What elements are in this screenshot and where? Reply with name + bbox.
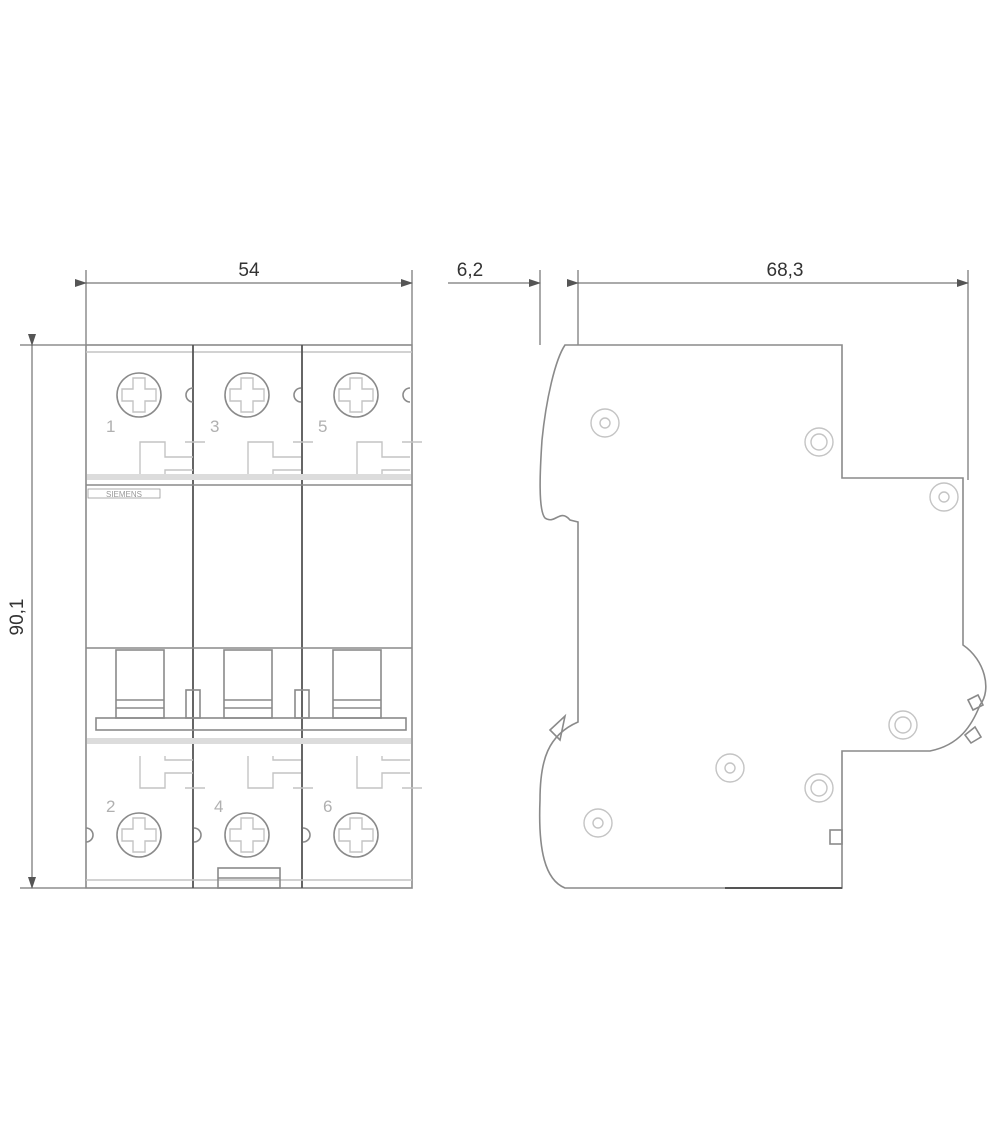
dimension-rail-offset-label: 6,2 (457, 260, 483, 281)
dimension-depth: 6,2 68,3 (448, 260, 969, 480)
dimension-width: 54 (75, 260, 413, 345)
terminal-label-5: 5 (318, 417, 327, 436)
logo: SIEMENS (87, 488, 161, 499)
side-view (538, 344, 987, 889)
rivet (583, 408, 959, 838)
dimension-height: 90,1 (7, 334, 86, 889)
terminal-label-4: 4 (214, 797, 223, 816)
terminal-label-3: 3 (210, 417, 219, 436)
svg-text:SIEMENS: SIEMENS (106, 490, 142, 499)
terminal-label-2: 2 (106, 797, 115, 816)
terminal-label-6: 6 (323, 797, 332, 816)
terminal-label-1: 1 (106, 417, 115, 436)
pole (85, 372, 205, 858)
dimension-width-label: 54 (238, 260, 260, 281)
front-view: SIEMENS 1 3 5 2 4 6 (85, 344, 423, 889)
dimension-height-label: 90,1 (7, 599, 28, 636)
dimension-depth-label: 68,3 (767, 260, 804, 281)
